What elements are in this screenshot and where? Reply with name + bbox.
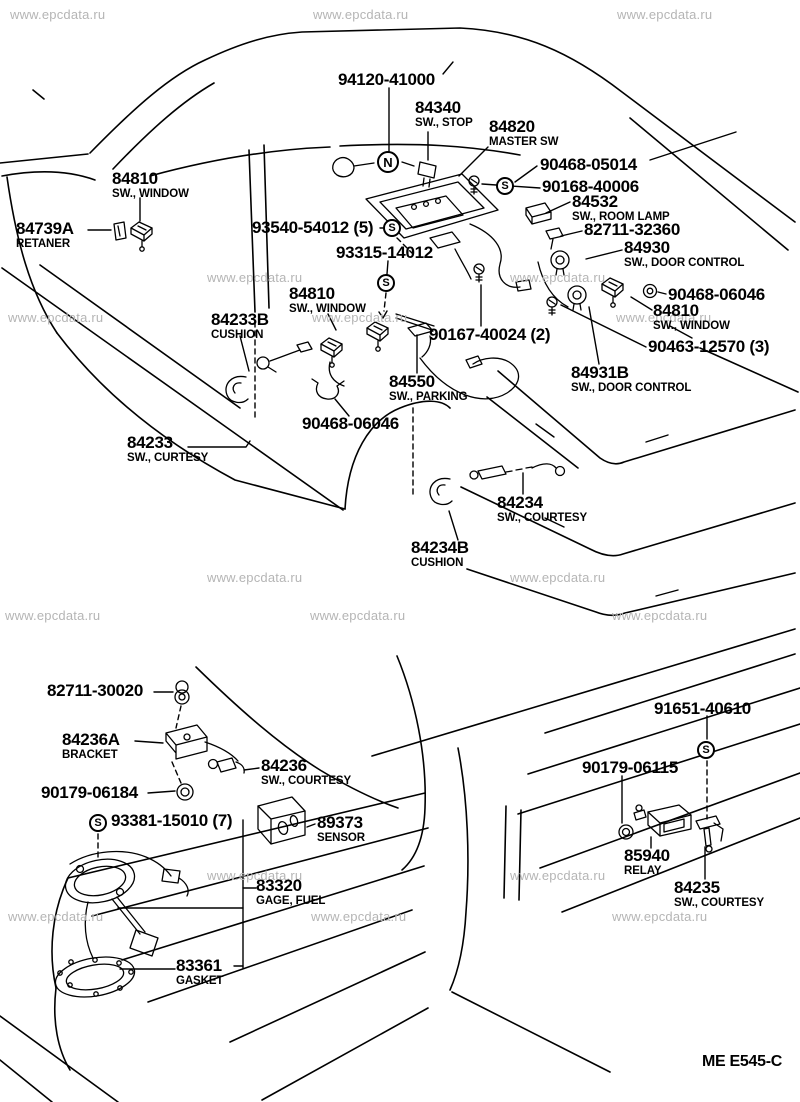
screw-glyph [546,296,558,316]
cushion-glyph [429,477,453,506]
diagram-code: ME E545-C [702,1053,782,1070]
arrowhead [378,310,388,319]
door-harness-wire [537,261,569,308]
gasket-glyph [54,956,136,998]
window-switch-glyph [601,277,624,308]
window-switch-glyph [130,221,153,252]
cushion-glyph [225,375,249,404]
screw-grommet-glyph-82711 [174,680,190,705]
relay-glyph-85940 [633,804,692,837]
part-glyphs [54,156,724,998]
leader-lines-dashed [97,237,708,861]
car-outline-bottom-left [0,655,429,1102]
leader-lines [87,61,737,970]
clamp-glyph [311,378,345,400]
master-switch-glyph [365,173,532,292]
car-outline-bottom-right [371,628,800,1073]
courtesy-switch-glyph-84235 [695,815,724,853]
door-control-switch-glyph [550,250,570,276]
fuel-gauge-glyph [64,850,189,959]
pedal-glyph [332,156,415,178]
window-switch-glyph [366,321,389,352]
window-switch-glyph [320,337,343,368]
window-switch-wiring-glyph [256,341,345,387]
nut-glyph-90179-06115 [618,824,634,840]
centerline-dashes [535,325,693,597]
sensor-glyph-89373 [257,796,306,845]
courtesy-switch-glyph-84234 [469,463,566,480]
courtesy-switch-glyph-84236 [204,741,245,774]
retainer-glyph [113,221,127,241]
door-control-switch-glyph [567,285,587,311]
grommet-glyph [642,283,658,299]
stop-lamp-switch-glyph [417,161,437,188]
car-outline-top [0,27,799,617]
nut-glyph-90179-06184 [176,783,194,801]
room-lamp-switch-glyph [525,202,552,225]
parking-switch-glyph [395,313,520,400]
screw-glyph [468,175,480,195]
lamp-bracket-glyph [545,227,564,250]
bracket-glyph-84236A [165,724,208,760]
screw-glyph [473,263,485,283]
